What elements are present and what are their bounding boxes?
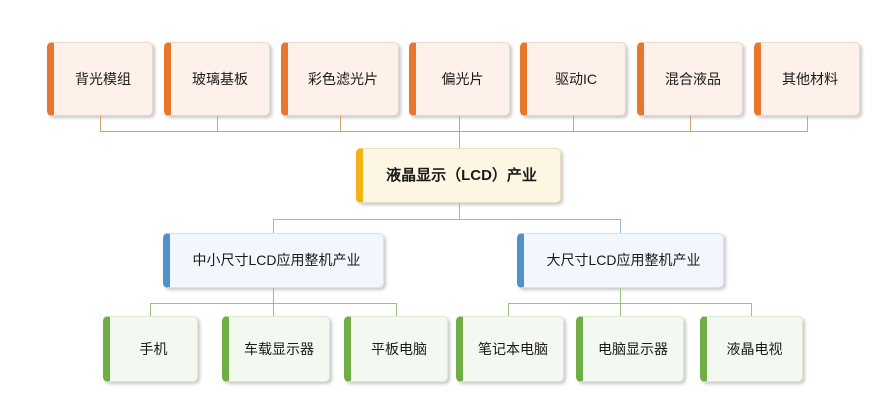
node-center-lcd-industry[interactable]: 液晶显示（LCD）产业	[356, 148, 561, 203]
node-top-1[interactable]: 背光模组	[47, 42, 153, 116]
node-leaf-invehicle-display[interactable]: 车载显示器	[222, 316, 330, 382]
node-label: 背光模组	[75, 70, 131, 87]
connector-left-leaf-1	[150, 303, 151, 316]
connector-right-leaf-2	[620, 303, 621, 316]
node-top-2[interactable]: 玻璃基板	[164, 42, 270, 116]
node-label: 玻璃基板	[192, 70, 248, 87]
connector-left-leaf-2	[273, 303, 274, 316]
node-top-5[interactable]: 驱动IC	[520, 42, 626, 116]
node-leaf-monitor[interactable]: 电脑显示器	[576, 316, 684, 382]
connector-top-4	[459, 116, 460, 131]
node-label: 驱动IC	[555, 70, 597, 87]
node-leaf-lcd-tv[interactable]: 液晶电视	[700, 316, 803, 382]
connector-right-leaf-1	[508, 303, 509, 316]
node-label: 笔记本电脑	[478, 340, 548, 357]
node-leaf-laptop[interactable]: 笔记本电脑	[456, 316, 564, 382]
connector-right-leaf-3	[751, 303, 752, 316]
node-mid-small-medium-lcd[interactable]: 中小尺寸LCD应用整机产业	[163, 233, 384, 288]
node-leaf-tablet[interactable]: 平板电脑	[344, 316, 448, 382]
node-label: 车载显示器	[244, 340, 314, 357]
connector-top-2	[217, 116, 218, 131]
node-mid-large-lcd[interactable]: 大尺寸LCD应用整机产业	[517, 233, 724, 288]
connector-top-1	[100, 116, 101, 131]
node-label: 电脑显示器	[598, 340, 668, 357]
connector-center-down	[459, 203, 460, 219]
node-label: 彩色滤光片	[308, 70, 378, 87]
connector-top-7	[807, 116, 808, 131]
connector-left-down	[273, 288, 274, 303]
node-label: 中小尺寸LCD应用整机产业	[192, 252, 361, 269]
node-label: 液晶电视	[726, 340, 783, 357]
connector-mid-bus	[273, 219, 621, 220]
node-label: 大尺寸LCD应用整机产业	[546, 252, 701, 269]
node-label: 平板电脑	[371, 340, 427, 357]
node-label: 偏光片	[441, 70, 484, 87]
node-top-3[interactable]: 彩色滤光片	[281, 42, 399, 116]
connector-mid-left	[273, 219, 274, 233]
node-top-4[interactable]: 偏光片	[409, 42, 510, 116]
connector-top-6	[690, 116, 691, 131]
node-top-7[interactable]: 其他材料	[754, 42, 860, 116]
connector-right-down	[620, 288, 621, 303]
node-label: 液晶显示（LCD）产业	[386, 166, 537, 184]
connector-top-bus	[100, 131, 808, 132]
node-leaf-phone[interactable]: 手机	[103, 316, 198, 382]
node-label: 混合液品	[665, 70, 721, 87]
connector-right-bus	[508, 303, 752, 304]
connector-top-to-center	[459, 131, 460, 148]
connector-top-5	[573, 116, 574, 131]
connector-top-3	[340, 116, 341, 131]
connector-mid-right	[620, 219, 621, 233]
node-label: 手机	[139, 340, 168, 357]
node-top-6[interactable]: 混合液品	[637, 42, 743, 116]
node-label: 其他材料	[782, 70, 838, 87]
connector-left-leaf-3	[396, 303, 397, 316]
